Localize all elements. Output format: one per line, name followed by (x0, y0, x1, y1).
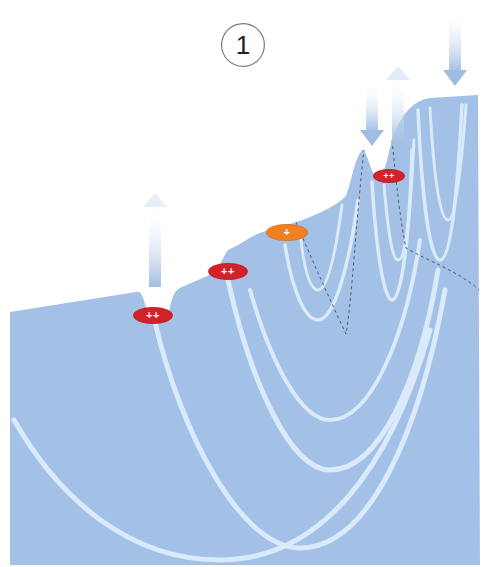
upward-arrow (143, 193, 167, 287)
arrow-shaft (149, 205, 161, 287)
flow-line (372, 150, 412, 300)
arrow-shaft (392, 78, 404, 144)
charge-label: ++ (221, 266, 235, 277)
arrow-head (143, 193, 167, 207)
flow-line (430, 105, 466, 220)
circle-shape (222, 24, 265, 67)
charge-ellipse: ++ (133, 307, 173, 324)
divide-lines (296, 140, 479, 334)
arrow-head (360, 130, 384, 146)
charge-label: ++ (146, 310, 160, 321)
charge-label: + (284, 227, 291, 238)
flow-line (250, 240, 420, 420)
arrow-shaft (449, 10, 461, 72)
dashed-divide (296, 150, 364, 334)
callout-number: 1 (236, 32, 250, 58)
dashed-divide (392, 140, 479, 290)
charge-ellipse: ++ (208, 263, 248, 280)
charge-ellipse: ++ (373, 169, 405, 183)
ellipse-shape (133, 307, 172, 323)
ellipse-shape (208, 263, 247, 279)
ellipse-shape (266, 224, 307, 240)
downward-arrow (360, 82, 384, 146)
upward-arrow (386, 66, 410, 144)
terrain-body (10, 95, 480, 565)
downward-arrow (443, 10, 467, 86)
flow-line (300, 205, 342, 290)
flow-lines (14, 105, 466, 560)
flow-line (418, 105, 462, 260)
callout-circle: 1 (221, 23, 265, 67)
ellipse-shape (373, 169, 404, 182)
arrow-head (443, 70, 467, 86)
charge-label: ++ (383, 172, 395, 181)
charge-ellipse: + (266, 224, 308, 241)
flow-line (14, 330, 430, 560)
arrow-head (386, 66, 410, 80)
flow-line (285, 200, 358, 320)
arrow-shaft (366, 82, 378, 132)
flow-line (384, 140, 414, 260)
